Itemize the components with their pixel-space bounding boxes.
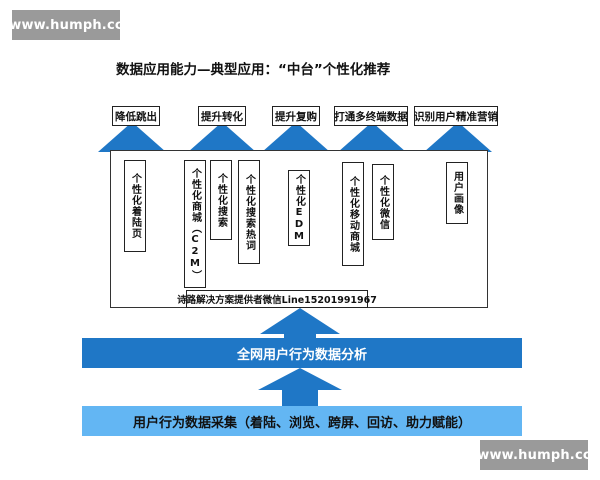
outcome-improve-conversion: 提升转化	[198, 106, 246, 126]
outcome-reduce-bounce: 降低跳出	[112, 106, 160, 126]
arrow-up-4	[338, 122, 406, 152]
contact-label: 诗路解决方案提供者微信Line15201991967	[177, 290, 377, 308]
outcome-precision-marketing: 识别用户精准营销	[414, 106, 498, 126]
arrow-up-middle	[260, 308, 340, 340]
analysis-band: 全网用户行为数据分析	[82, 338, 522, 368]
outcome-improve-repurchase: 提升复购	[272, 106, 320, 126]
app-mobile-mall: 个性化移动商城	[342, 162, 364, 266]
watermark-bottom: www.humph.cc	[477, 440, 591, 470]
outcome-connect-terminals: 打通多终端数据	[334, 106, 408, 126]
arrow-up-1	[98, 122, 166, 152]
arrow-up-5	[424, 122, 492, 152]
arrow-up-3	[262, 122, 330, 152]
watermark-top: www.humph.cc	[9, 10, 123, 40]
app-search-hotwords: 个性化搜索热词	[238, 160, 260, 264]
app-search: 个性化搜索	[210, 160, 232, 240]
arrow-up-bottom	[258, 368, 342, 408]
app-landing-page: 个性化着陆页	[124, 160, 146, 252]
app-edm: 个性化EDM	[288, 170, 310, 246]
diagram-title: 数据应用能力—典型应用：“中台”个性化推荐	[116, 62, 391, 78]
app-user-portrait: 用户画像	[446, 162, 468, 224]
app-wechat: 个性化微信	[372, 164, 394, 240]
app-mall-c2m: 个性化商城（C2M）	[184, 160, 206, 288]
arrow-up-2	[188, 122, 256, 152]
collection-band: 用户行为数据采集（着陆、浏览、跨屏、回访、助力赋能）	[82, 406, 522, 436]
